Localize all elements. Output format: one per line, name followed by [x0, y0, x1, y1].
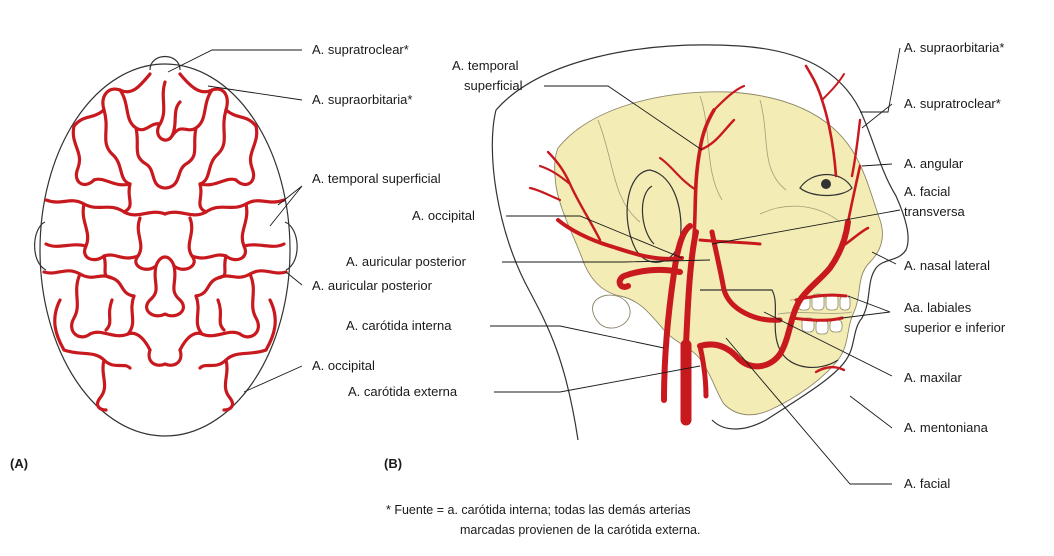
lateral-nasal-artery	[838, 226, 870, 250]
transverse-facial-artery	[698, 238, 762, 246]
labial-arteries	[790, 293, 848, 322]
ear-outline	[626, 169, 682, 263]
label-a-occipital: A. occipital	[312, 358, 375, 373]
hyoid-outline	[592, 294, 631, 329]
footnote: * Fuente = a. carótida interna; todas la…	[386, 503, 700, 537]
head-profile-outline	[495, 44, 909, 430]
label-a-supratroclear: A. supratroclear*	[312, 42, 409, 57]
label-b-maxilar: A. maxilar	[904, 370, 962, 385]
label-b-labiales-line2: superior e inferior	[904, 320, 1006, 335]
supratrochlear-artery	[850, 118, 862, 178]
footnote-line2: marcadas provienen de la carótida extern…	[460, 523, 700, 537]
panel-b-leader-lines	[490, 47, 901, 485]
label-b-facial: A. facial	[904, 476, 950, 491]
label-b-occipital: A. occipital	[412, 208, 475, 223]
skull-sutures	[597, 95, 853, 315]
panel-a-leader-lines	[167, 49, 303, 393]
label-b-carotida-interna: A. carótida interna	[346, 318, 452, 333]
ear-inner-outline	[641, 185, 655, 245]
panel-a-labels: A. supratroclear* A. supraorbitaria* A. …	[312, 42, 441, 373]
teeth	[797, 293, 851, 335]
facial-arteries	[528, 64, 870, 426]
posterior-auricular-artery	[616, 266, 683, 290]
label-b-labiales-line1: Aa. labiales	[904, 300, 972, 315]
footnote-line1: * Fuente = a. carótida interna; todas la…	[386, 503, 691, 517]
neck-back-outline	[491, 109, 579, 441]
angular-artery	[846, 164, 862, 224]
label-b-nasal-lateral: A. nasal lateral	[904, 258, 990, 273]
panel-a-scalp-top-view: A. supratroclear* A. supraorbitaria* A. …	[10, 42, 441, 471]
occipital-artery	[556, 218, 684, 261]
right-ear-outline	[284, 221, 298, 271]
label-b-mentoniana: A. mentoniana	[904, 420, 989, 435]
label-a-supraorbitaria: A. supraorbitaria*	[312, 92, 412, 107]
label-b-angular: A. angular	[904, 156, 964, 171]
label-b-facial-transversa-line1: A. facial	[904, 184, 950, 199]
panel-b-letter: (B)	[384, 456, 402, 471]
orbit-outline	[799, 174, 853, 197]
label-b-temporal-superficial-line2: superficial	[464, 78, 523, 93]
label-a-auricular-posterior: A. auricular posterior	[312, 278, 433, 293]
label-b-temporal-superficial-line1: A. temporal	[452, 58, 519, 73]
label-b-auricular-posterior: A. auricular posterior	[346, 254, 467, 269]
scalp-arterial-network	[42, 72, 288, 412]
external-carotid-artery	[683, 229, 699, 348]
panel-b-labels: A. temporal superficial A. occipital A. …	[346, 40, 1006, 491]
label-b-carotida-externa: A. carótida externa	[348, 384, 458, 399]
label-b-supraorbitaria: A. supraorbitaria*	[904, 40, 1004, 55]
label-a-temporal-superficial: A. temporal superficial	[312, 171, 441, 186]
head-outline	[39, 63, 291, 437]
eye-pupil	[821, 179, 831, 189]
panel-a-letter: (A)	[10, 456, 28, 471]
label-b-facial-transversa-line2: transversa	[904, 204, 965, 219]
maxillary-artery	[709, 229, 783, 323]
facial-artery	[697, 219, 851, 370]
panel-b-lateral-face: A. temporal superficial A. occipital A. …	[346, 40, 1006, 491]
mental-artery	[814, 366, 846, 374]
label-b-supratroclear: A. supratroclear*	[904, 96, 1001, 111]
